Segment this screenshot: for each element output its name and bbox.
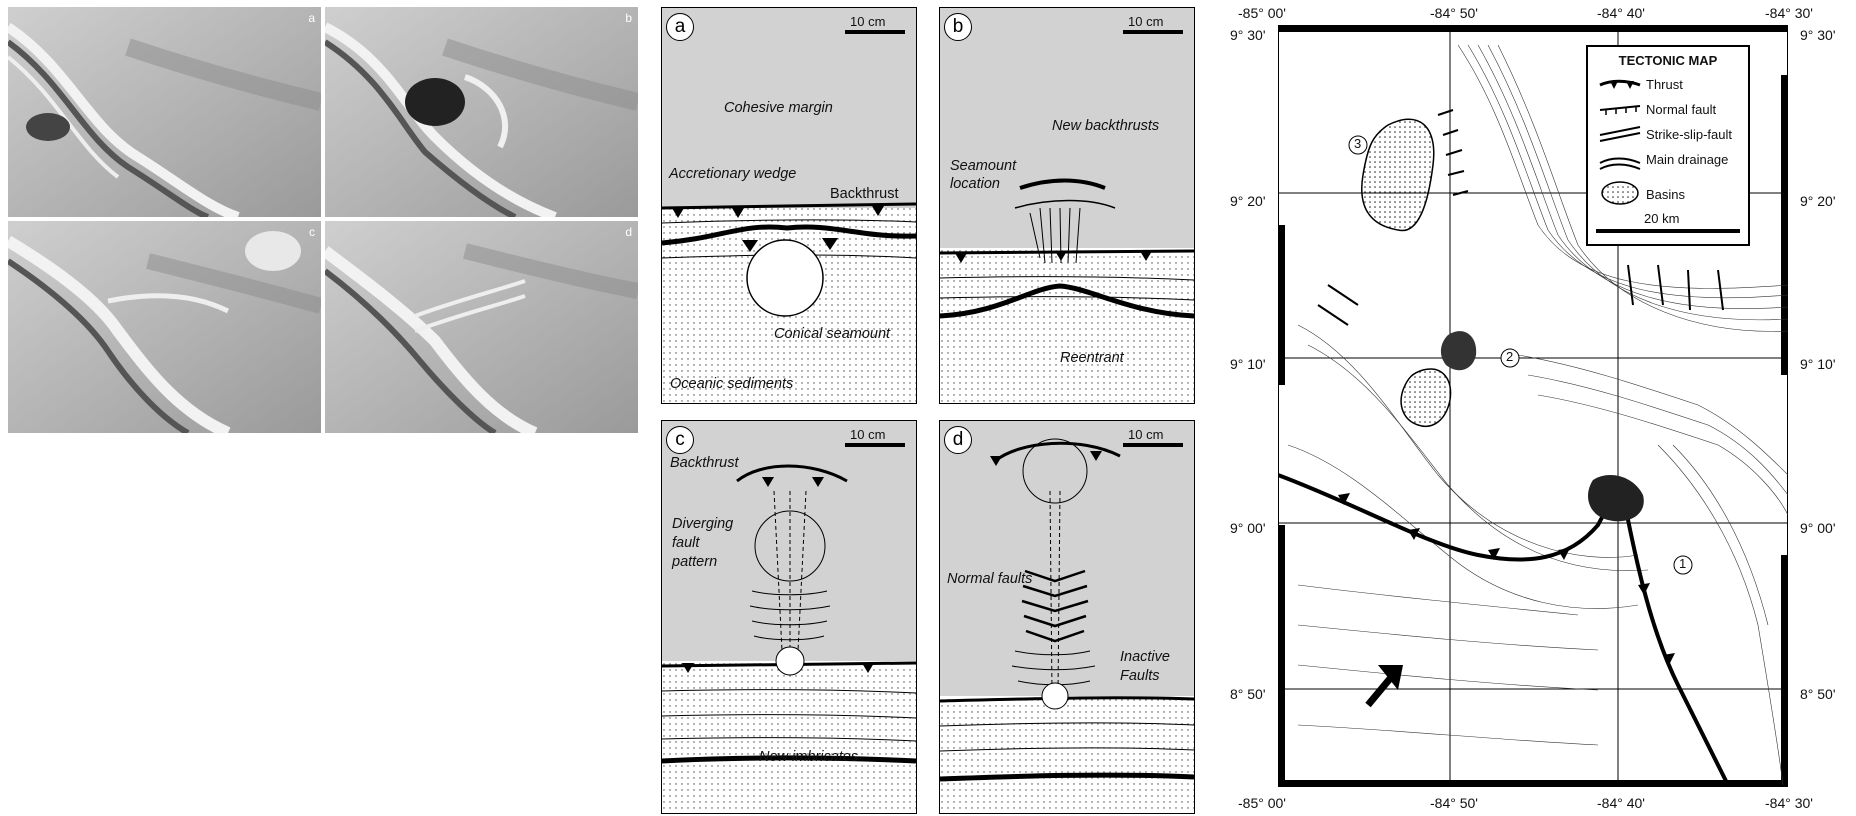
map-left-lat-2: 9° 20' <box>1230 193 1266 209</box>
legend-scale-bar <box>1596 229 1740 233</box>
map-right-lat-1: 9° 30' <box>1800 27 1836 43</box>
panel-a-scale-text: 10 cm <box>850 14 885 29</box>
photo-d-image <box>325 221 638 433</box>
panel-c-scale-text: 10 cm <box>850 427 885 442</box>
legend-symbols <box>1596 75 1646 220</box>
panel-b-scale-bar <box>1123 30 1183 34</box>
panel-d-normal-faults: Normal faults <box>947 571 1032 587</box>
panel-c-diverging-line3: pattern <box>672 554 717 570</box>
photo-d-tag: d <box>625 225 632 239</box>
map-top-lon-2: -84° 50' <box>1430 5 1478 21</box>
map-marker-2: 2 <box>1506 349 1513 364</box>
panel-b-reentrant: Reentrant <box>1060 350 1124 366</box>
panel-d-scale-text: 10 cm <box>1128 427 1163 442</box>
map-bottom-lon-1: -85° 00' <box>1238 795 1286 811</box>
photo-d: d <box>325 221 638 433</box>
tectonic-map: -85° 00' -84° 50' -84° 40' -84° 30' -85°… <box>1230 0 1856 816</box>
photo-c-image <box>8 221 321 433</box>
panel-d-drawing <box>940 421 1194 813</box>
map-left-lat-3: 9° 10' <box>1230 356 1266 372</box>
legend-main-drainage: Main drainage <box>1646 152 1728 167</box>
panel-d-inactive-line1: Inactive <box>1120 649 1170 665</box>
legend-normal-fault: Normal fault <box>1646 102 1716 117</box>
panel-b-seamount-location-line1: Seamount <box>950 158 1016 174</box>
map-top-lon-3: -84° 40' <box>1597 5 1645 21</box>
panel-b-label: b <box>944 13 972 41</box>
map-left-lat-4: 9° 00' <box>1230 520 1266 536</box>
map-right-lat-2: 9° 20' <box>1800 193 1836 209</box>
panel-a-cohesive-margin: Cohesive margin <box>724 100 833 116</box>
panel-c-diverging-line2: fault <box>672 535 699 551</box>
photo-a-tag: a <box>308 11 315 25</box>
diagram-panel-a: a 10 cm Cohesive margin Accretionary wed… <box>661 7 917 404</box>
photo-b: b <box>325 7 638 217</box>
map-marker-1: 1 <box>1679 556 1686 571</box>
map-bottom-lon-3: -84° 40' <box>1597 795 1645 811</box>
photo-b-tag: b <box>625 11 632 25</box>
map-left-lat-5: 8° 50' <box>1230 686 1266 702</box>
photo-a: a <box>8 7 321 217</box>
panel-c-diverging-line1: Diverging <box>672 516 733 532</box>
map-top-lon-1: -85° 00' <box>1238 5 1286 21</box>
panel-d-inactive-line2: Faults <box>1120 668 1160 684</box>
panel-d-label: d <box>944 426 972 454</box>
panel-d-scale-bar <box>1123 443 1183 447</box>
panel-c-new-imbricates: New imbricates <box>759 749 858 765</box>
panel-b-seamount-location-line2: location <box>950 176 1000 192</box>
photo-c-tag: c <box>309 225 315 239</box>
map-top-lon-4: -84° 30' <box>1765 5 1813 21</box>
panel-a-conical-seamount: Conical seamount <box>774 326 890 342</box>
legend-strike-slip-fault: Strike-slip-fault <box>1646 127 1732 142</box>
diagram-panel-d: d 10 cm Normal faults Inactive Faults <box>939 420 1195 814</box>
panel-a-label: a <box>666 13 694 41</box>
panel-a-accretionary-wedge: Accretionary wedge <box>669 166 796 182</box>
panel-c-label: c <box>666 426 694 454</box>
map-bottom-lon-2: -84° 50' <box>1430 795 1478 811</box>
map-bottom-lon-4: -84° 30' <box>1765 795 1813 811</box>
legend-scale-text: 20 km <box>1644 211 1679 226</box>
panel-c-backthrust: Backthrust <box>670 455 739 471</box>
map-right-lat-3: 9° 10' <box>1800 356 1836 372</box>
map-right-lat-5: 8° 50' <box>1800 686 1836 702</box>
photo-c: c <box>8 221 321 433</box>
diagram-panel-c: c 10 cm Backthrust Diverging fault patte… <box>661 420 917 814</box>
map-left-lat-1: 9° 30' <box>1230 27 1266 43</box>
panel-a-scale-bar <box>845 30 905 34</box>
legend-thrust: Thrust <box>1646 77 1683 92</box>
map-right-lat-4: 9° 00' <box>1800 520 1836 536</box>
panel-a-drawing <box>662 8 916 403</box>
map-legend: TECTONIC MAP Thrust Normal fault Strike-… <box>1586 45 1750 246</box>
photo-b-image <box>325 7 638 217</box>
diagram-panel-b: b 10 cm New backthrusts Seamount locatio… <box>939 7 1195 404</box>
panel-a-oceanic-sediments: Oceanic sediments <box>670 376 793 392</box>
panel-b-new-backthrusts: New backthrusts <box>1052 118 1159 134</box>
panel-b-drawing <box>940 8 1194 403</box>
panel-b-scale-text: 10 cm <box>1128 14 1163 29</box>
panel-c-scale-bar <box>845 443 905 447</box>
legend-title: TECTONIC MAP <box>1588 53 1748 68</box>
legend-basins: Basins <box>1646 187 1685 202</box>
photo-a-image <box>8 7 321 217</box>
panel-a-backthrust: Backthrust <box>830 186 899 202</box>
map-marker-3: 3 <box>1354 136 1361 151</box>
